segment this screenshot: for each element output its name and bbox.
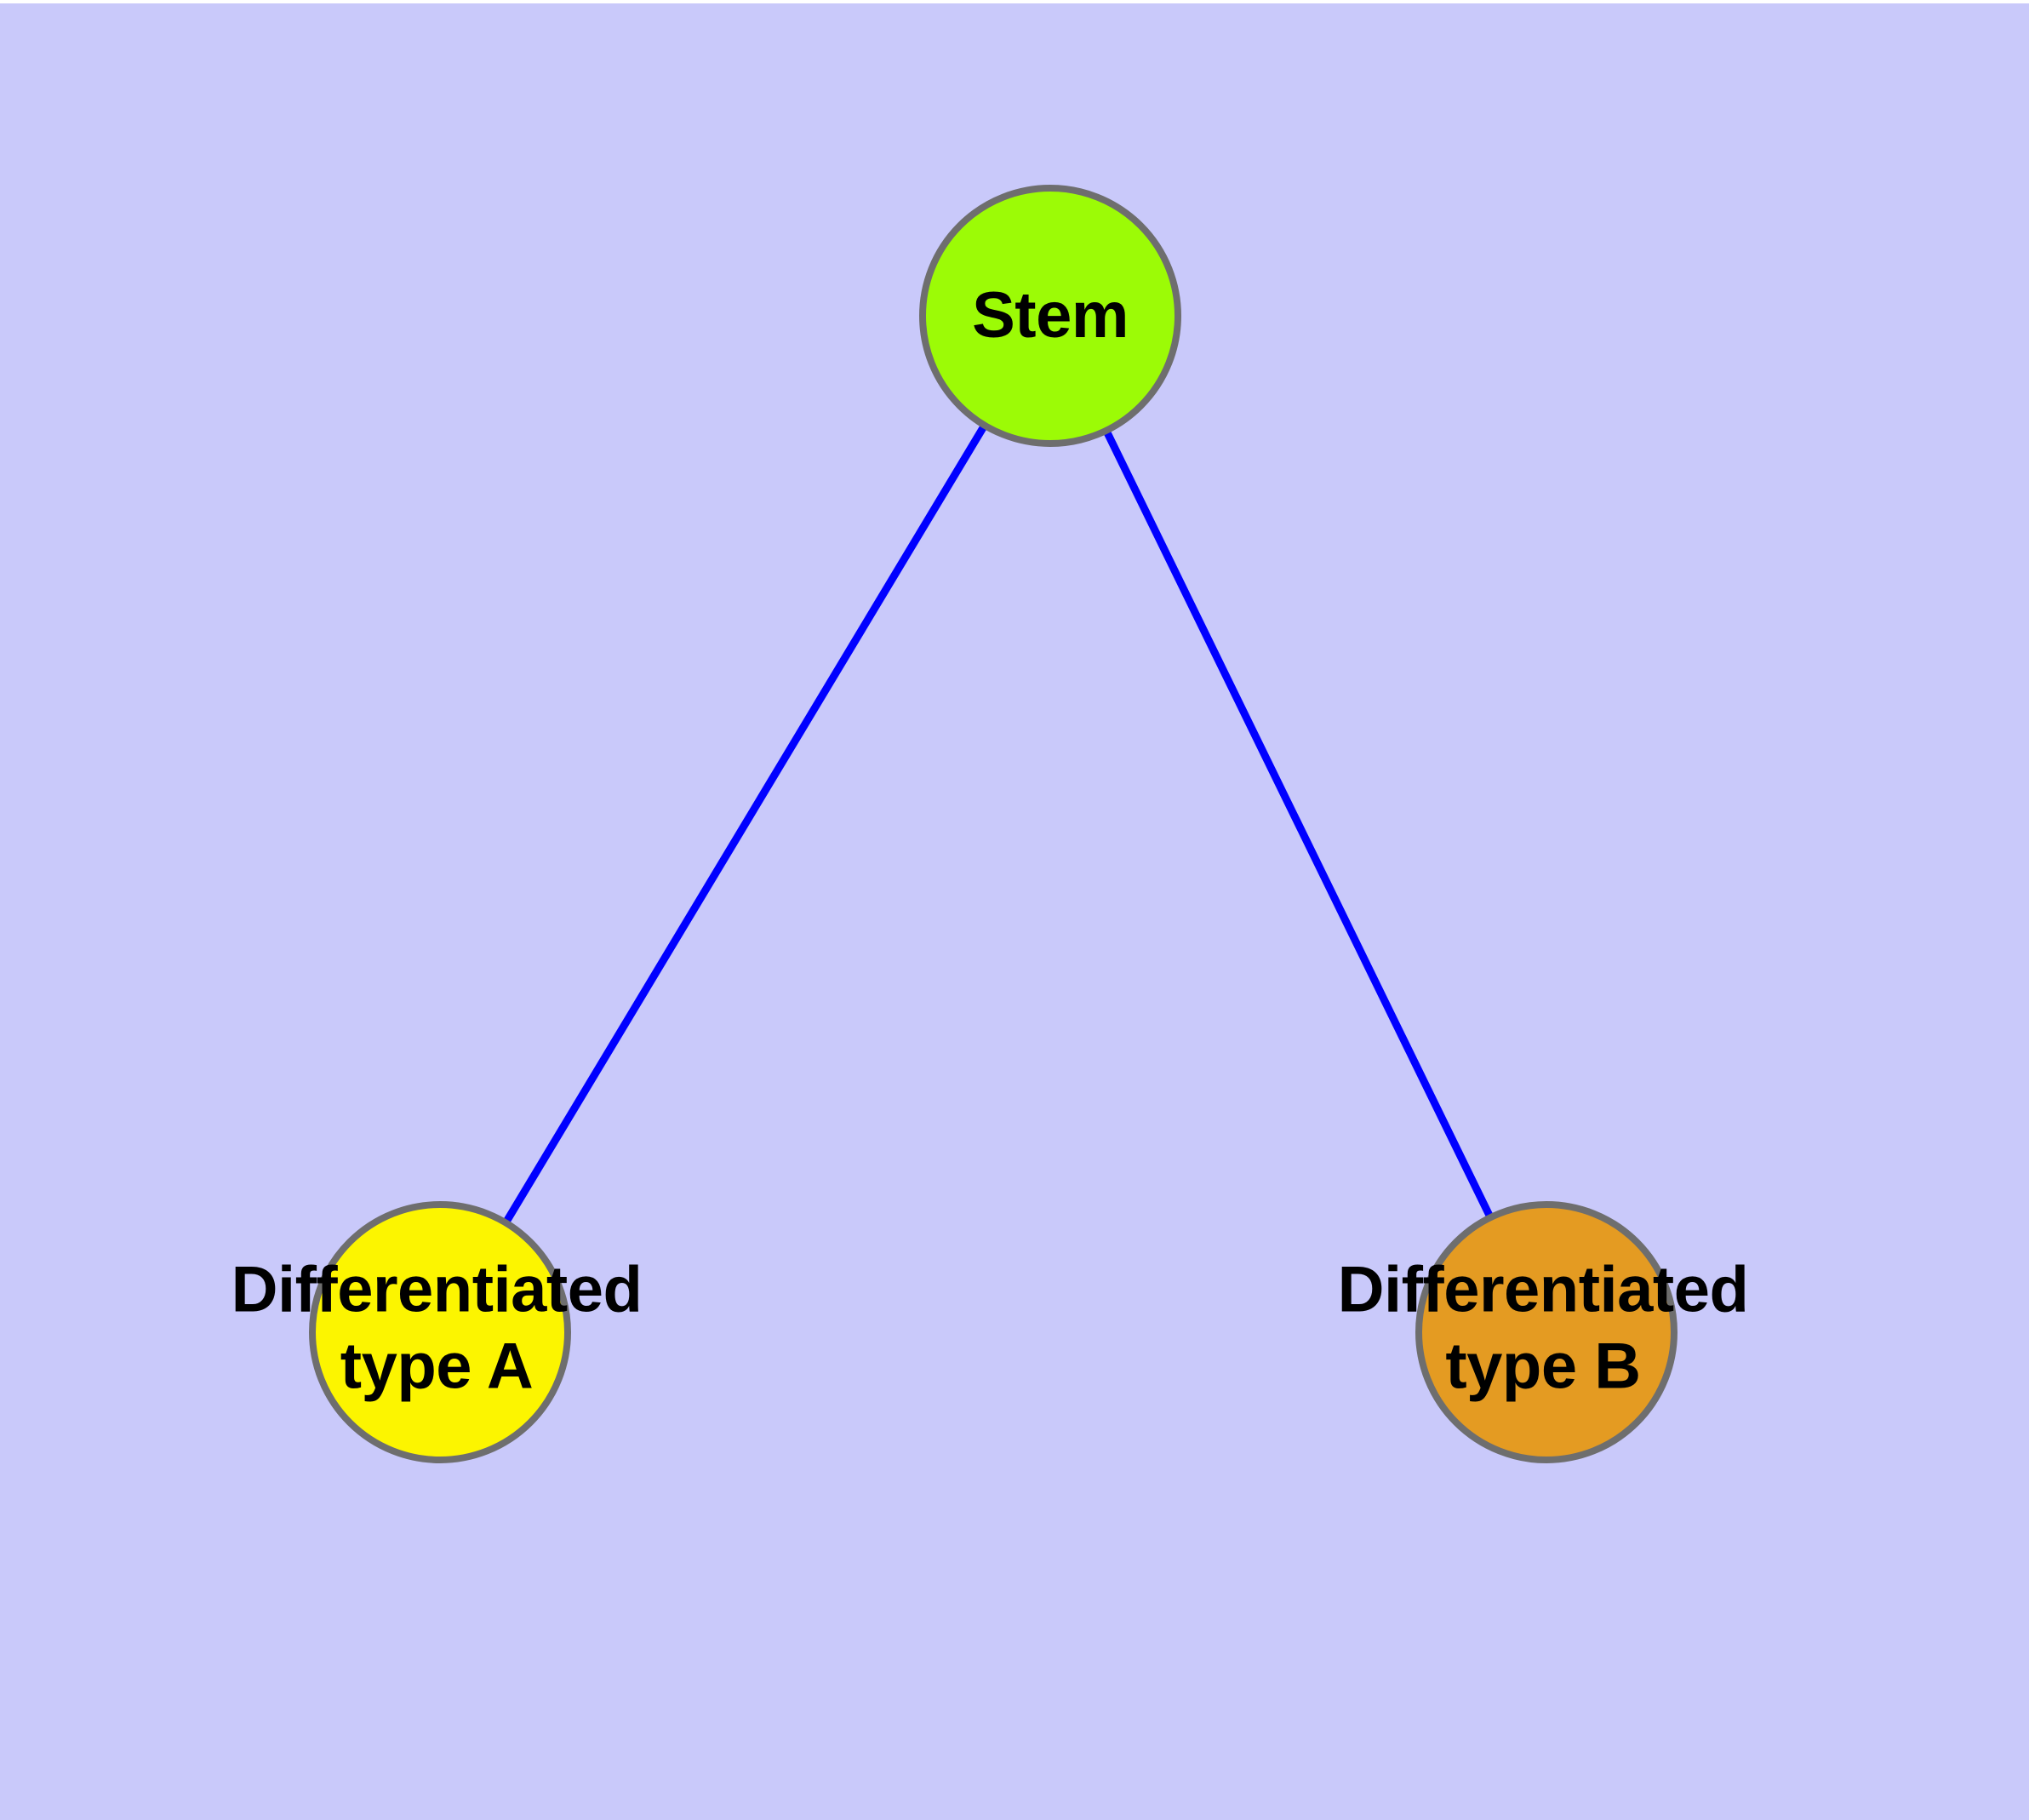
edges-layer [437, 313, 1551, 1335]
edge-stem-to-differentiated-type-a[interactable] [437, 313, 1054, 1335]
node-circle-differentiated-type-a[interactable] [309, 1201, 571, 1463]
node-circle-differentiated-type-b[interactable] [1415, 1201, 1677, 1463]
canvas-top-margin [0, 0, 2029, 3]
edge-stem-to-differentiated-type-b[interactable] [1046, 314, 1551, 1334]
node-circle-stem[interactable] [919, 185, 1181, 447]
nodes-layer [309, 185, 1677, 1463]
